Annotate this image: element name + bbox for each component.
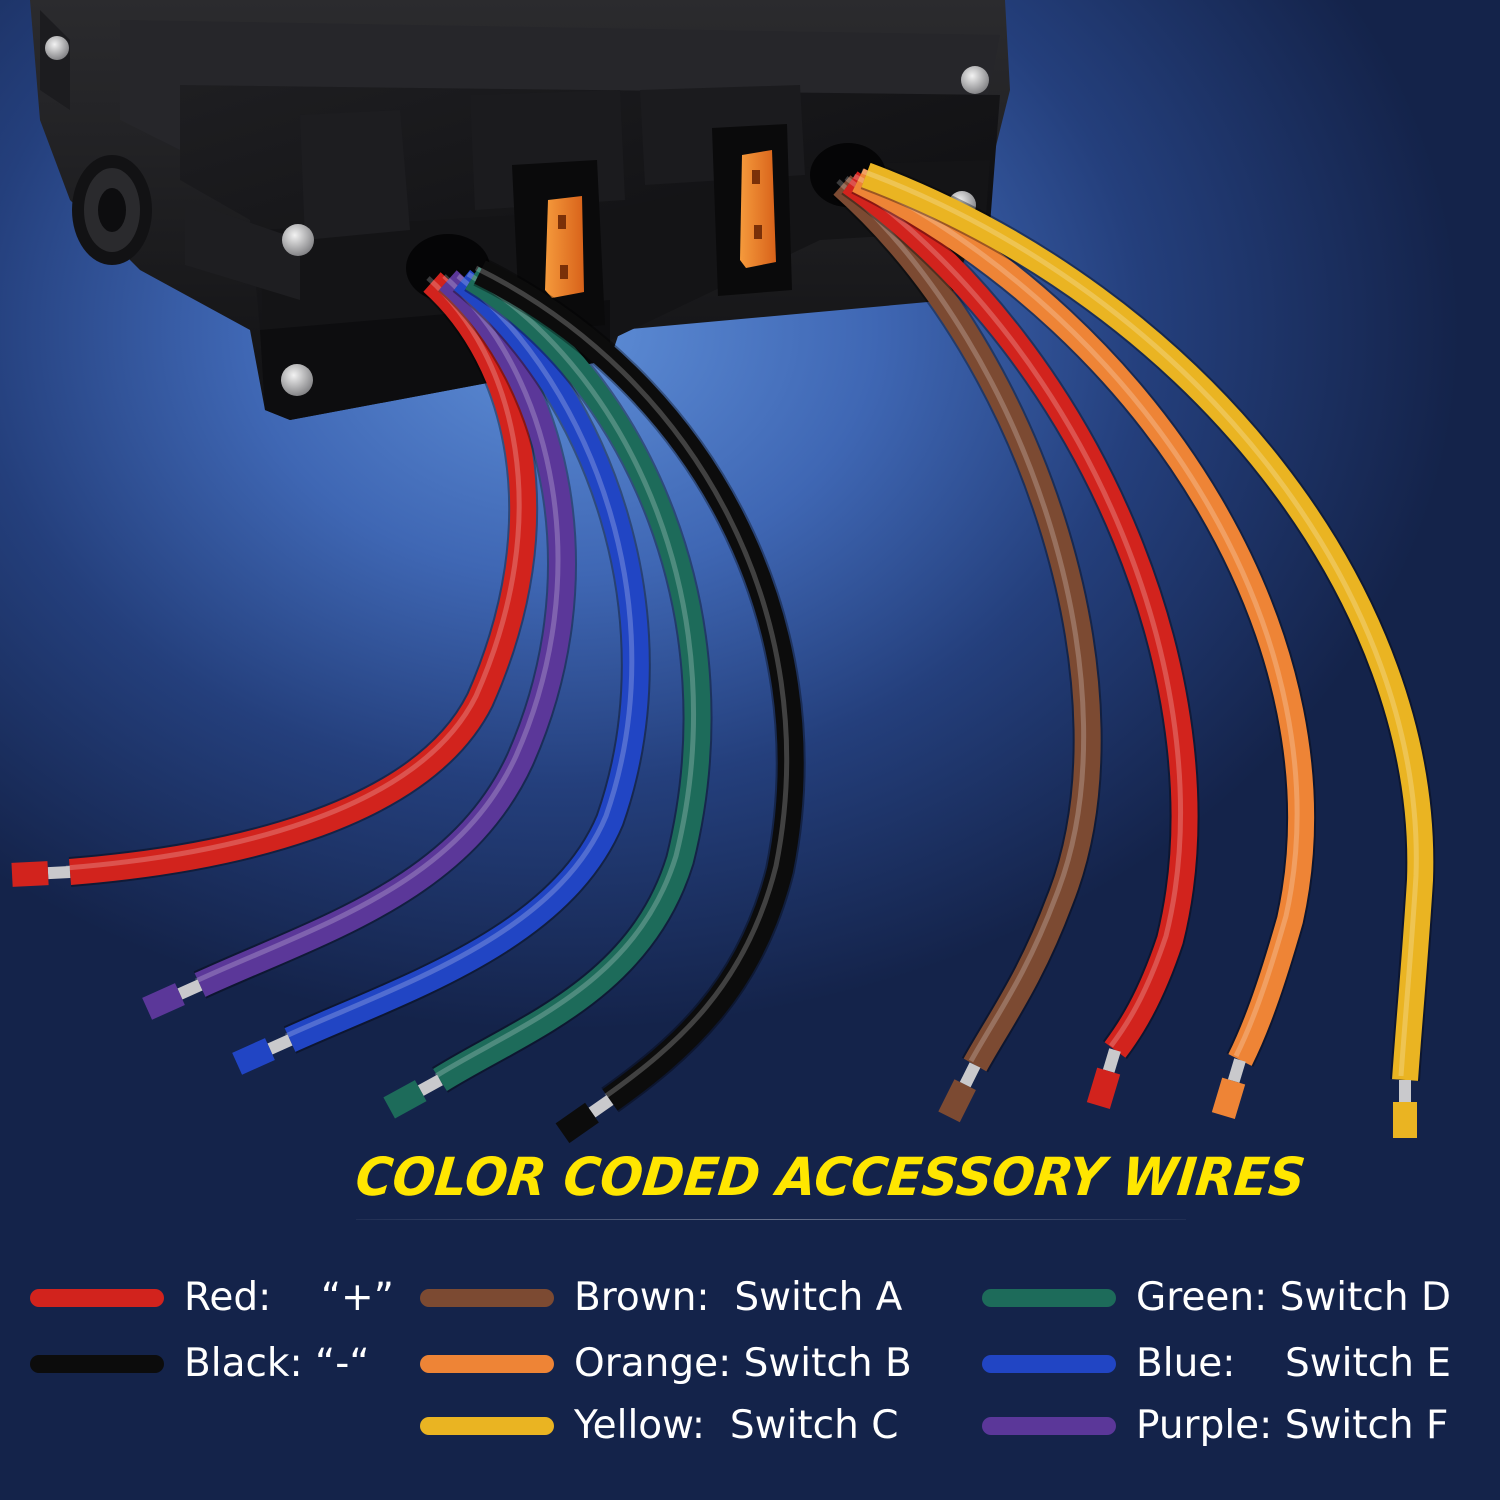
legend-color-swatch	[420, 1417, 554, 1435]
stripped-wire-tip	[588, 1095, 614, 1118]
wire-highlight	[844, 175, 1183, 1048]
stripped-wire-tip	[177, 979, 203, 1000]
wire-red	[68, 272, 537, 885]
wire-black	[474, 260, 804, 1111]
legend-label: Black: “-“	[184, 1341, 370, 1386]
wire-brown	[833, 175, 1101, 1072]
switch-box-housing	[30, 0, 1010, 420]
legend-label: Purple: Switch F	[1136, 1403, 1449, 1448]
legend-color-swatch	[982, 1355, 1116, 1373]
wire-yellow	[861, 162, 1434, 1081]
wire-blue	[284, 269, 649, 1052]
stripped-wire-tip	[47, 866, 71, 880]
screw-icon	[282, 224, 314, 256]
screw-icon	[281, 364, 313, 396]
legend-color-swatch	[982, 1289, 1116, 1307]
legend-label: Yellow: Switch C	[574, 1403, 899, 1448]
stripped-wire-tip	[1102, 1048, 1121, 1073]
wire-green	[433, 266, 711, 1092]
stripped-wire-tip	[1227, 1058, 1246, 1083]
legend-color-swatch	[30, 1355, 164, 1373]
wire-orange	[852, 168, 1315, 1066]
wire-purple	[194, 270, 575, 997]
wire-highlight	[194, 274, 561, 984]
wire-end-cap	[232, 1038, 275, 1075]
wire-highlight	[836, 179, 1087, 1063]
stripped-wire-tip	[959, 1062, 981, 1088]
fuse-slot-right	[712, 124, 792, 296]
legend-label: Orange: Switch B	[574, 1341, 912, 1386]
legend-color-swatch	[420, 1289, 554, 1307]
legend-color-swatch	[420, 1355, 554, 1373]
headline: COLOR CODED ACCESSORY WIRES	[352, 1146, 1309, 1208]
legend-label: Brown: Switch A	[574, 1275, 903, 1320]
wire-end-cap	[383, 1080, 427, 1119]
headline-divider	[356, 1219, 1186, 1220]
wire-highlight	[65, 276, 522, 871]
wire-highlight	[852, 173, 1300, 1058]
legend-color-swatch	[30, 1289, 164, 1307]
wire-highlight	[434, 271, 696, 1079]
legend-label: Blue: Switch E	[1136, 1341, 1452, 1386]
wire-highlight	[474, 265, 790, 1099]
stripped-wire-tip	[267, 1034, 293, 1055]
wire-end-cap	[142, 983, 185, 1020]
wire-end-cap	[938, 1079, 976, 1123]
wire-end-cap	[555, 1102, 599, 1144]
wire-red	[842, 171, 1198, 1058]
legend-color-swatch	[982, 1417, 1116, 1435]
wire-end-cap	[1211, 1077, 1246, 1120]
wire-end-cap	[1086, 1067, 1121, 1110]
screw-icon	[45, 36, 69, 60]
legend-label: Green: Switch D	[1136, 1275, 1452, 1320]
wire-highlight	[284, 274, 635, 1039]
stripped-wire-tip	[417, 1074, 443, 1096]
legend-label: Red: “+”	[184, 1275, 394, 1320]
wire-highlight	[861, 168, 1419, 1077]
screw-icon	[961, 66, 989, 94]
wire-end-cap	[11, 861, 49, 887]
